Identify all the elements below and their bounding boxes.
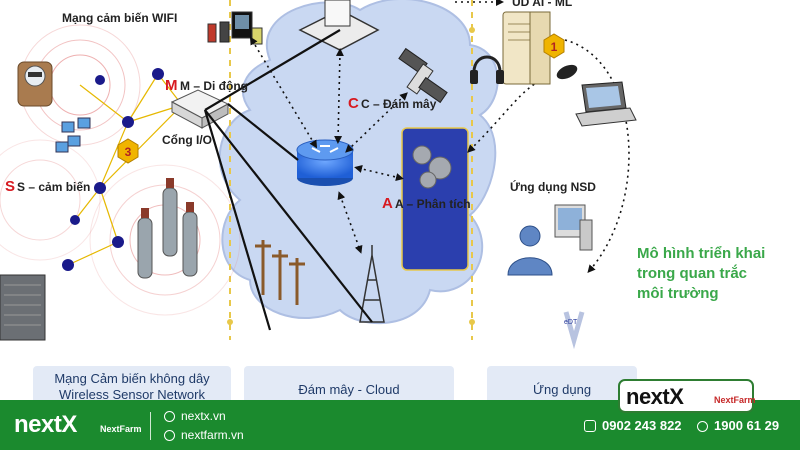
globe-icon (164, 411, 175, 422)
wifi-waves (0, 24, 241, 316)
iot-architecture-diagram: 3 (0, 0, 637, 350)
sensor-letter: S (5, 178, 15, 195)
water-meter-icon (17, 61, 53, 107)
mouse-icon (556, 64, 578, 80)
caption-line: Mô hình triển khai (637, 245, 766, 262)
svg-text:3: 3 (125, 145, 132, 159)
footer-divider (150, 412, 151, 440)
logo-card-sub: NextFarm (714, 395, 756, 405)
model-caption: Mô hình triển khai trong quan trắc môi t… (637, 244, 800, 304)
sensor-label: S – cảm biến (17, 180, 90, 194)
ai-ml-label: UD AI - ML (512, 0, 572, 9)
footer-link-nextfarm[interactable]: nextfarm.vn (164, 428, 244, 442)
mobile-label: M – Di động (180, 79, 248, 93)
phone-icon (584, 420, 596, 432)
hex-badge-3: 3 (117, 138, 139, 164)
footer-phone-mobile[interactable]: 0902 243 822 (584, 418, 682, 433)
cloud-letter: C (348, 95, 359, 112)
gateway-label: Cổng I/O (162, 133, 212, 147)
user-app-label: Ứng dụng NSD (510, 179, 596, 194)
user-app-icon (507, 204, 593, 276)
caption-line: môi trường (637, 285, 719, 302)
footer-phone-mobile-text: 0902 243 822 (602, 418, 682, 433)
hotline-icon (697, 421, 708, 432)
tab-app-label: Ứng dụng (532, 382, 592, 397)
ai-server-icon (502, 11, 551, 85)
mobile-phones-icon (207, 11, 263, 45)
footer-brand: nextX (14, 411, 77, 438)
cloud-label: C – Đám mây (361, 97, 437, 111)
analysis-letter: A (382, 195, 393, 212)
data-flow-arrows (249, 0, 630, 274)
mobile-letter: M (165, 77, 178, 94)
gateway-device-icon (170, 89, 230, 129)
footer-phone-hotline-text: 1900 61 29 (714, 418, 780, 433)
sensor-nodes (62, 68, 164, 271)
wifi-network-label: Mạng cảm biến WIFI (62, 11, 177, 25)
footer-link-nextx-text: nextx.vn (181, 409, 226, 423)
power-poles-icon (255, 240, 305, 305)
globe-icon (164, 430, 175, 441)
tab-wsn-line-1: Mạng Cảm biến không dây (54, 371, 210, 386)
hex-badge-1: 1 (543, 33, 565, 59)
router-icon (296, 139, 354, 186)
vdt-logo-icon: eDT (563, 311, 585, 350)
tab-wsn-line-2: Wireless Sensor Network (59, 387, 205, 402)
svg-text:1: 1 (551, 40, 558, 54)
satellite-icon (398, 47, 448, 104)
air-conditioner-icon (0, 274, 46, 341)
tab-cloud-label: Đám mây - Cloud (298, 382, 400, 397)
gas-cylinders-icon (137, 178, 198, 279)
analysis-server-box (401, 127, 469, 271)
logo-card-brand: nextX (626, 384, 684, 409)
caption-line: trong quan trắc (637, 265, 748, 282)
sensor-tags-icon (55, 117, 91, 153)
connection-lines (203, 29, 373, 331)
svg-text:eDT: eDT (564, 319, 578, 326)
laptop-icon (575, 81, 637, 127)
sensor-mesh-links (67, 73, 183, 266)
footer-link-nextx[interactable]: nextx.vn (164, 409, 226, 423)
nextx-logo-card: nextX NextFarm (618, 379, 756, 413)
tab-application: Ứng dụng (487, 366, 637, 411)
analysis-label: A – Phân tích (395, 197, 471, 211)
footer-link-nextfarm-text: nextfarm.vn (181, 428, 244, 442)
footer-phone-hotline[interactable]: 1900 61 29 (697, 418, 779, 433)
headset-icon (470, 55, 504, 84)
footer-brand-sub: NextFarm (100, 424, 142, 434)
